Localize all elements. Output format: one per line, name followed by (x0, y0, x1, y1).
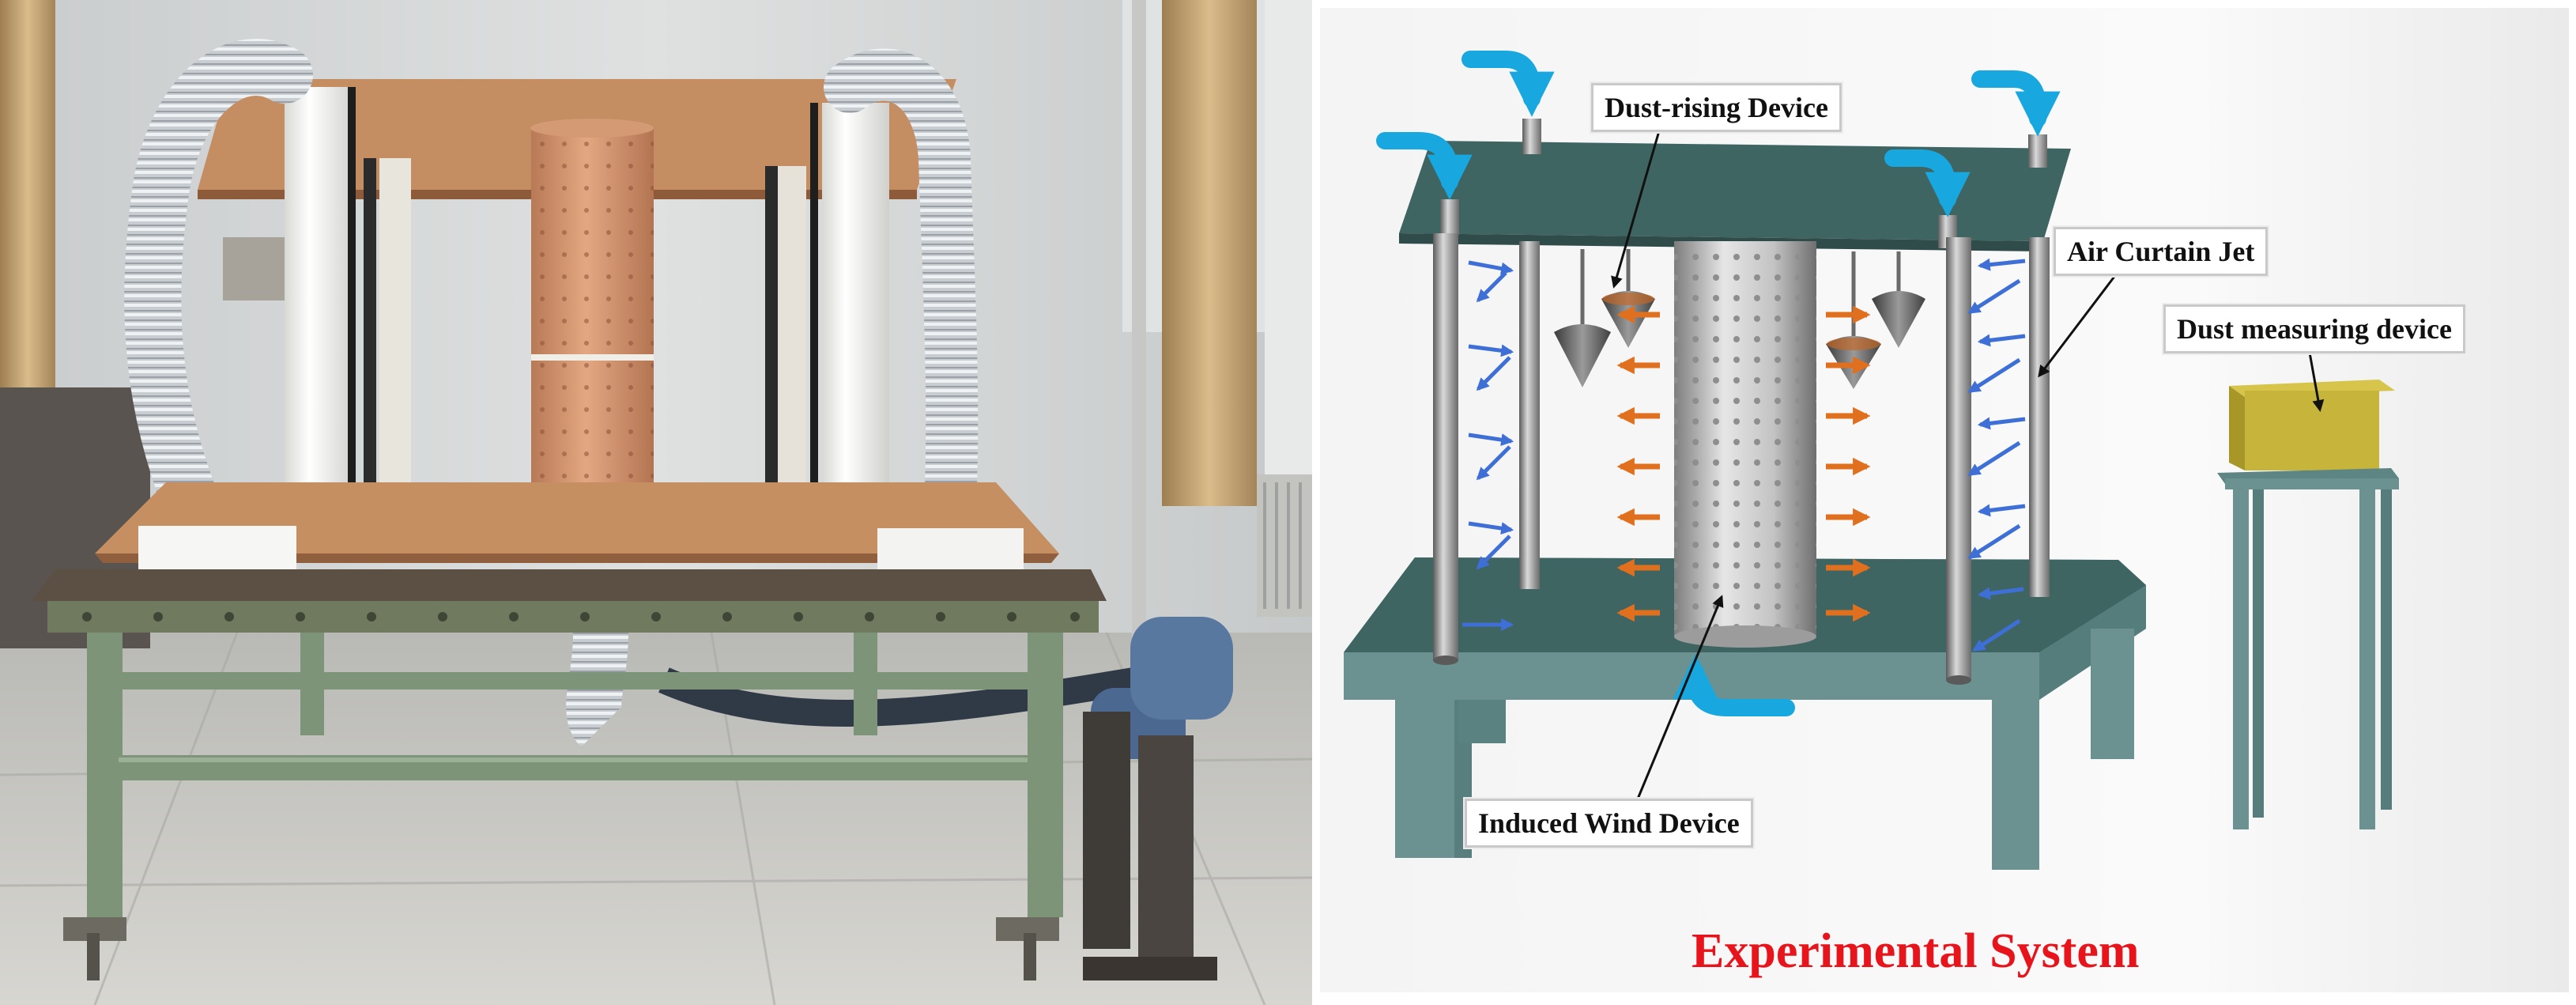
inflow-arrows (1376, 51, 2061, 716)
label-dust-rising-device: Dust-rising Device (1591, 83, 1842, 132)
dust-measuring-device (2217, 380, 2399, 829)
induced-wind-arrows (1616, 305, 1871, 622)
schematic (1312, 0, 2576, 1005)
top-plate (1399, 141, 2071, 251)
label-air-curtain-jet: Air Curtain Jet (2054, 227, 2269, 276)
induced-wind-cylinder (1674, 241, 1816, 648)
experiment-photo (0, 0, 1312, 1005)
label-induced-wind-device: Induced Wind Device (1465, 799, 1753, 848)
figure-caption: Experimental System (1692, 924, 2140, 978)
support-rods (1433, 233, 2050, 685)
inlet-stubs (1440, 119, 2047, 248)
label-dust-measuring-device: Dust measuring device (2163, 304, 2465, 353)
air-curtain-arrows (1462, 258, 2026, 652)
leader-lines (1611, 114, 2325, 803)
